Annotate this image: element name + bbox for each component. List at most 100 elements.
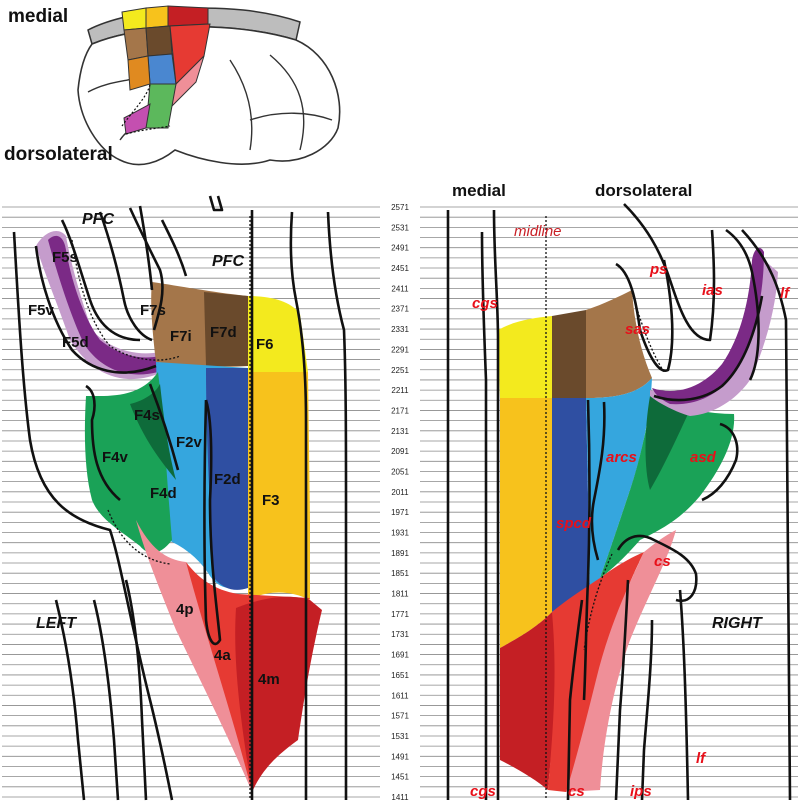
left-F2d [206, 368, 248, 590]
inset-F7 [123, 27, 149, 61]
section-number: 1811 [391, 590, 409, 599]
section-number: 1491 [391, 752, 409, 761]
section-number: 1771 [391, 610, 409, 619]
section-number-column: 2571 2531 2491 2451 2411 2371 2331 2291 2251 2211… [391, 203, 409, 802]
inset-F5 [123, 103, 151, 135]
left-label-4m: 4m [258, 671, 280, 688]
section-number: 2411 [391, 284, 409, 293]
right-F6 [498, 316, 552, 398]
left-F3 [248, 372, 310, 600]
right-sulcus-arcs: arcs [606, 449, 637, 466]
right-sulcus-spcd: spcd [556, 515, 592, 532]
right-F2 [586, 378, 652, 590]
right-sulcus-cgs-top: cgs [472, 295, 498, 312]
section-number: 2131 [391, 427, 409, 436]
inset-brain: medial dorsolateral [4, 5, 341, 166]
left-label-f7d: F7d [210, 324, 237, 341]
left-label-pfc-mid: PFC [212, 253, 244, 270]
section-number: 2091 [391, 447, 409, 456]
left-F7d [204, 292, 248, 366]
section-number: 2211 [391, 386, 409, 395]
left-label-f6: F6 [256, 336, 274, 353]
left-label-4a: 4a [214, 647, 231, 664]
left-label-4p: 4p [176, 601, 194, 618]
right-sulcus-cs-bottom: cs [568, 783, 585, 800]
section-number: 2491 [391, 244, 409, 253]
section-number: 2331 [391, 325, 409, 334]
section-number: 1611 [391, 691, 409, 700]
left-label-f2d: F2d [214, 471, 241, 488]
left-label-f5s: F5s [52, 249, 78, 266]
left-label-f4d: F4d [150, 485, 177, 502]
right-F4-dark [645, 396, 688, 490]
header-medial: medial [452, 181, 506, 200]
left-map: PFC PFC F5s F5v F5d F7s F7i F7d F6 F4s F… [12, 195, 348, 801]
right-F7 [586, 290, 652, 398]
right-F2d [552, 398, 590, 612]
section-number: 1451 [391, 773, 409, 782]
left-label-f7i: F7i [170, 328, 192, 345]
left-label-f4s: F4s [134, 407, 160, 424]
section-number: 2451 [391, 264, 409, 273]
right-F3 [500, 398, 552, 648]
section-number: 1411 [391, 793, 409, 802]
left-side-label: LEFT [36, 615, 77, 632]
right-F5 [652, 247, 764, 405]
right-sulcus-ps: ps [649, 261, 668, 278]
left-4p [136, 520, 252, 792]
section-number: 2051 [391, 467, 409, 476]
right-sulcus-cgs-bottom: cgs [470, 783, 496, 800]
section-number: 1571 [391, 712, 409, 721]
section-number: 2171 [391, 406, 409, 415]
right-sulcus-lf-top: lf [780, 285, 791, 302]
section-number: 2371 [391, 305, 409, 314]
right-sulcus-asd: asd [690, 449, 717, 466]
inset-F7d [145, 25, 173, 57]
inset-F2 [147, 53, 177, 85]
right-midline-label: midline [514, 223, 562, 240]
left-label-f5d: F5d [62, 334, 89, 351]
left-F4-dark [130, 384, 176, 480]
left-F6 [248, 296, 308, 372]
right-4m [500, 612, 566, 790]
section-number: 1651 [391, 671, 409, 680]
section-number: 2571 [391, 203, 409, 212]
inset-label-medial: medial [8, 6, 68, 27]
inset-4m [167, 5, 209, 27]
right-F5-light [650, 260, 778, 416]
right-sulcus-ias: ias [702, 282, 723, 299]
right-map: midline cgs ps ias lf sas arcs asd spcd … [446, 203, 792, 801]
left-4m [235, 596, 322, 792]
inset-label-dorsolateral: dorsolateral [4, 144, 113, 165]
left-label-f7s: F7s [140, 302, 166, 319]
section-number: 1931 [391, 529, 409, 538]
section-number: 1691 [391, 651, 409, 660]
left-label-f4v: F4v [102, 449, 129, 466]
section-number: 1851 [391, 569, 409, 578]
section-number: 1971 [391, 508, 409, 517]
right-sulcus-lf-bottom: lf [696, 750, 707, 767]
left-label-f5v: F5v [28, 302, 55, 319]
left-label-f2v: F2v [176, 434, 203, 451]
right-side-label: RIGHT [712, 615, 763, 632]
header-dorsolateral: dorsolateral [595, 181, 692, 200]
inset-F5-upper [127, 55, 151, 91]
inset-brain-outline [77, 26, 341, 166]
section-number: 2531 [391, 223, 409, 232]
section-number: 1731 [391, 630, 409, 639]
left-label-f3: F3 [262, 492, 280, 509]
section-number: 2011 [391, 488, 409, 497]
right-F7d [552, 310, 586, 398]
section-number: 2291 [391, 345, 409, 354]
left-label-pfc-top: PFC [82, 211, 114, 228]
right-sulcus-sas: sas [625, 321, 650, 338]
right-sulcus-cs-mid: cs [654, 553, 671, 570]
right-4a [548, 552, 644, 792]
inset-F6 [121, 7, 147, 31]
inset-F3 [145, 5, 169, 29]
section-number: 1891 [391, 549, 409, 558]
section-number: 2251 [391, 366, 409, 375]
right-F4 [600, 400, 735, 578]
section-number: 1531 [391, 732, 409, 741]
